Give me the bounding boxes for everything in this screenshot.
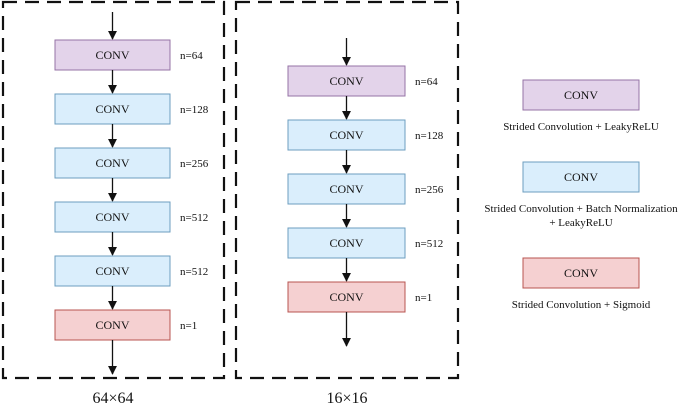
frame-16x16 — [234, 0, 460, 380]
caption-64x64: 64×64 — [92, 390, 133, 407]
conv-layer-box — [54, 201, 171, 233]
filter-count-label: n=64 — [180, 50, 203, 62]
conv-layer-label: CONV — [95, 318, 129, 332]
conv-layer-label: CONV — [329, 74, 363, 88]
conv-layer-box — [54, 39, 171, 71]
legend-description: Strided Convolution + LeakyReLU — [503, 121, 659, 133]
legend-box — [522, 257, 640, 289]
conv-layer-label: CONV — [95, 102, 129, 116]
caption-16x16: 16×16 — [326, 390, 367, 407]
filter-count-label: n=1 — [180, 320, 197, 332]
conv-layer-box — [287, 119, 406, 151]
conv-layer-box — [54, 147, 171, 179]
legend-box-label: CONV — [564, 88, 598, 102]
conv-layer-label: CONV — [329, 182, 363, 196]
conv-layer-label: CONV — [329, 236, 363, 250]
filter-count-label: n=1 — [415, 292, 432, 304]
conv-layer-label: CONV — [95, 264, 129, 278]
legend-description: Strided Convolution + Batch Normalizatio… — [484, 203, 678, 215]
legend-box — [522, 79, 640, 111]
conv-layer-box — [54, 255, 171, 287]
filter-count-label: n=512 — [415, 238, 443, 250]
legend: CONV Strided Convolution + LeakyReLU CONV S… — [484, 79, 678, 311]
legend-box — [522, 161, 640, 193]
conv-layer-box — [287, 65, 406, 97]
conv-layer-box — [54, 309, 171, 341]
legend-box-label: CONV — [564, 170, 598, 184]
filter-count-label: n=128 — [180, 104, 209, 116]
conv-layer-label: CONV — [329, 290, 363, 304]
conv-layer-label: CONV — [95, 210, 129, 224]
conv-layer-box — [287, 173, 406, 205]
conv-layer-label: CONV — [95, 48, 129, 62]
frame-64x64 — [1, 0, 226, 380]
filter-count-label: n=256 — [415, 184, 444, 196]
filter-count-label: n=256 — [180, 158, 209, 170]
conv-layer-label: CONV — [329, 128, 363, 142]
conv-layer-label: CONV — [95, 156, 129, 170]
legend-description: + LeakyReLU — [549, 217, 612, 229]
filter-count-label: n=512 — [180, 212, 208, 224]
legend-box-label: CONV — [564, 266, 598, 280]
legend-description: Strided Convolution + Sigmoid — [512, 299, 651, 311]
filter-count-label: n=64 — [415, 76, 438, 88]
filter-count-label: n=128 — [415, 130, 444, 142]
conv-layer-box — [287, 281, 406, 313]
filter-count-label: n=512 — [180, 266, 208, 278]
